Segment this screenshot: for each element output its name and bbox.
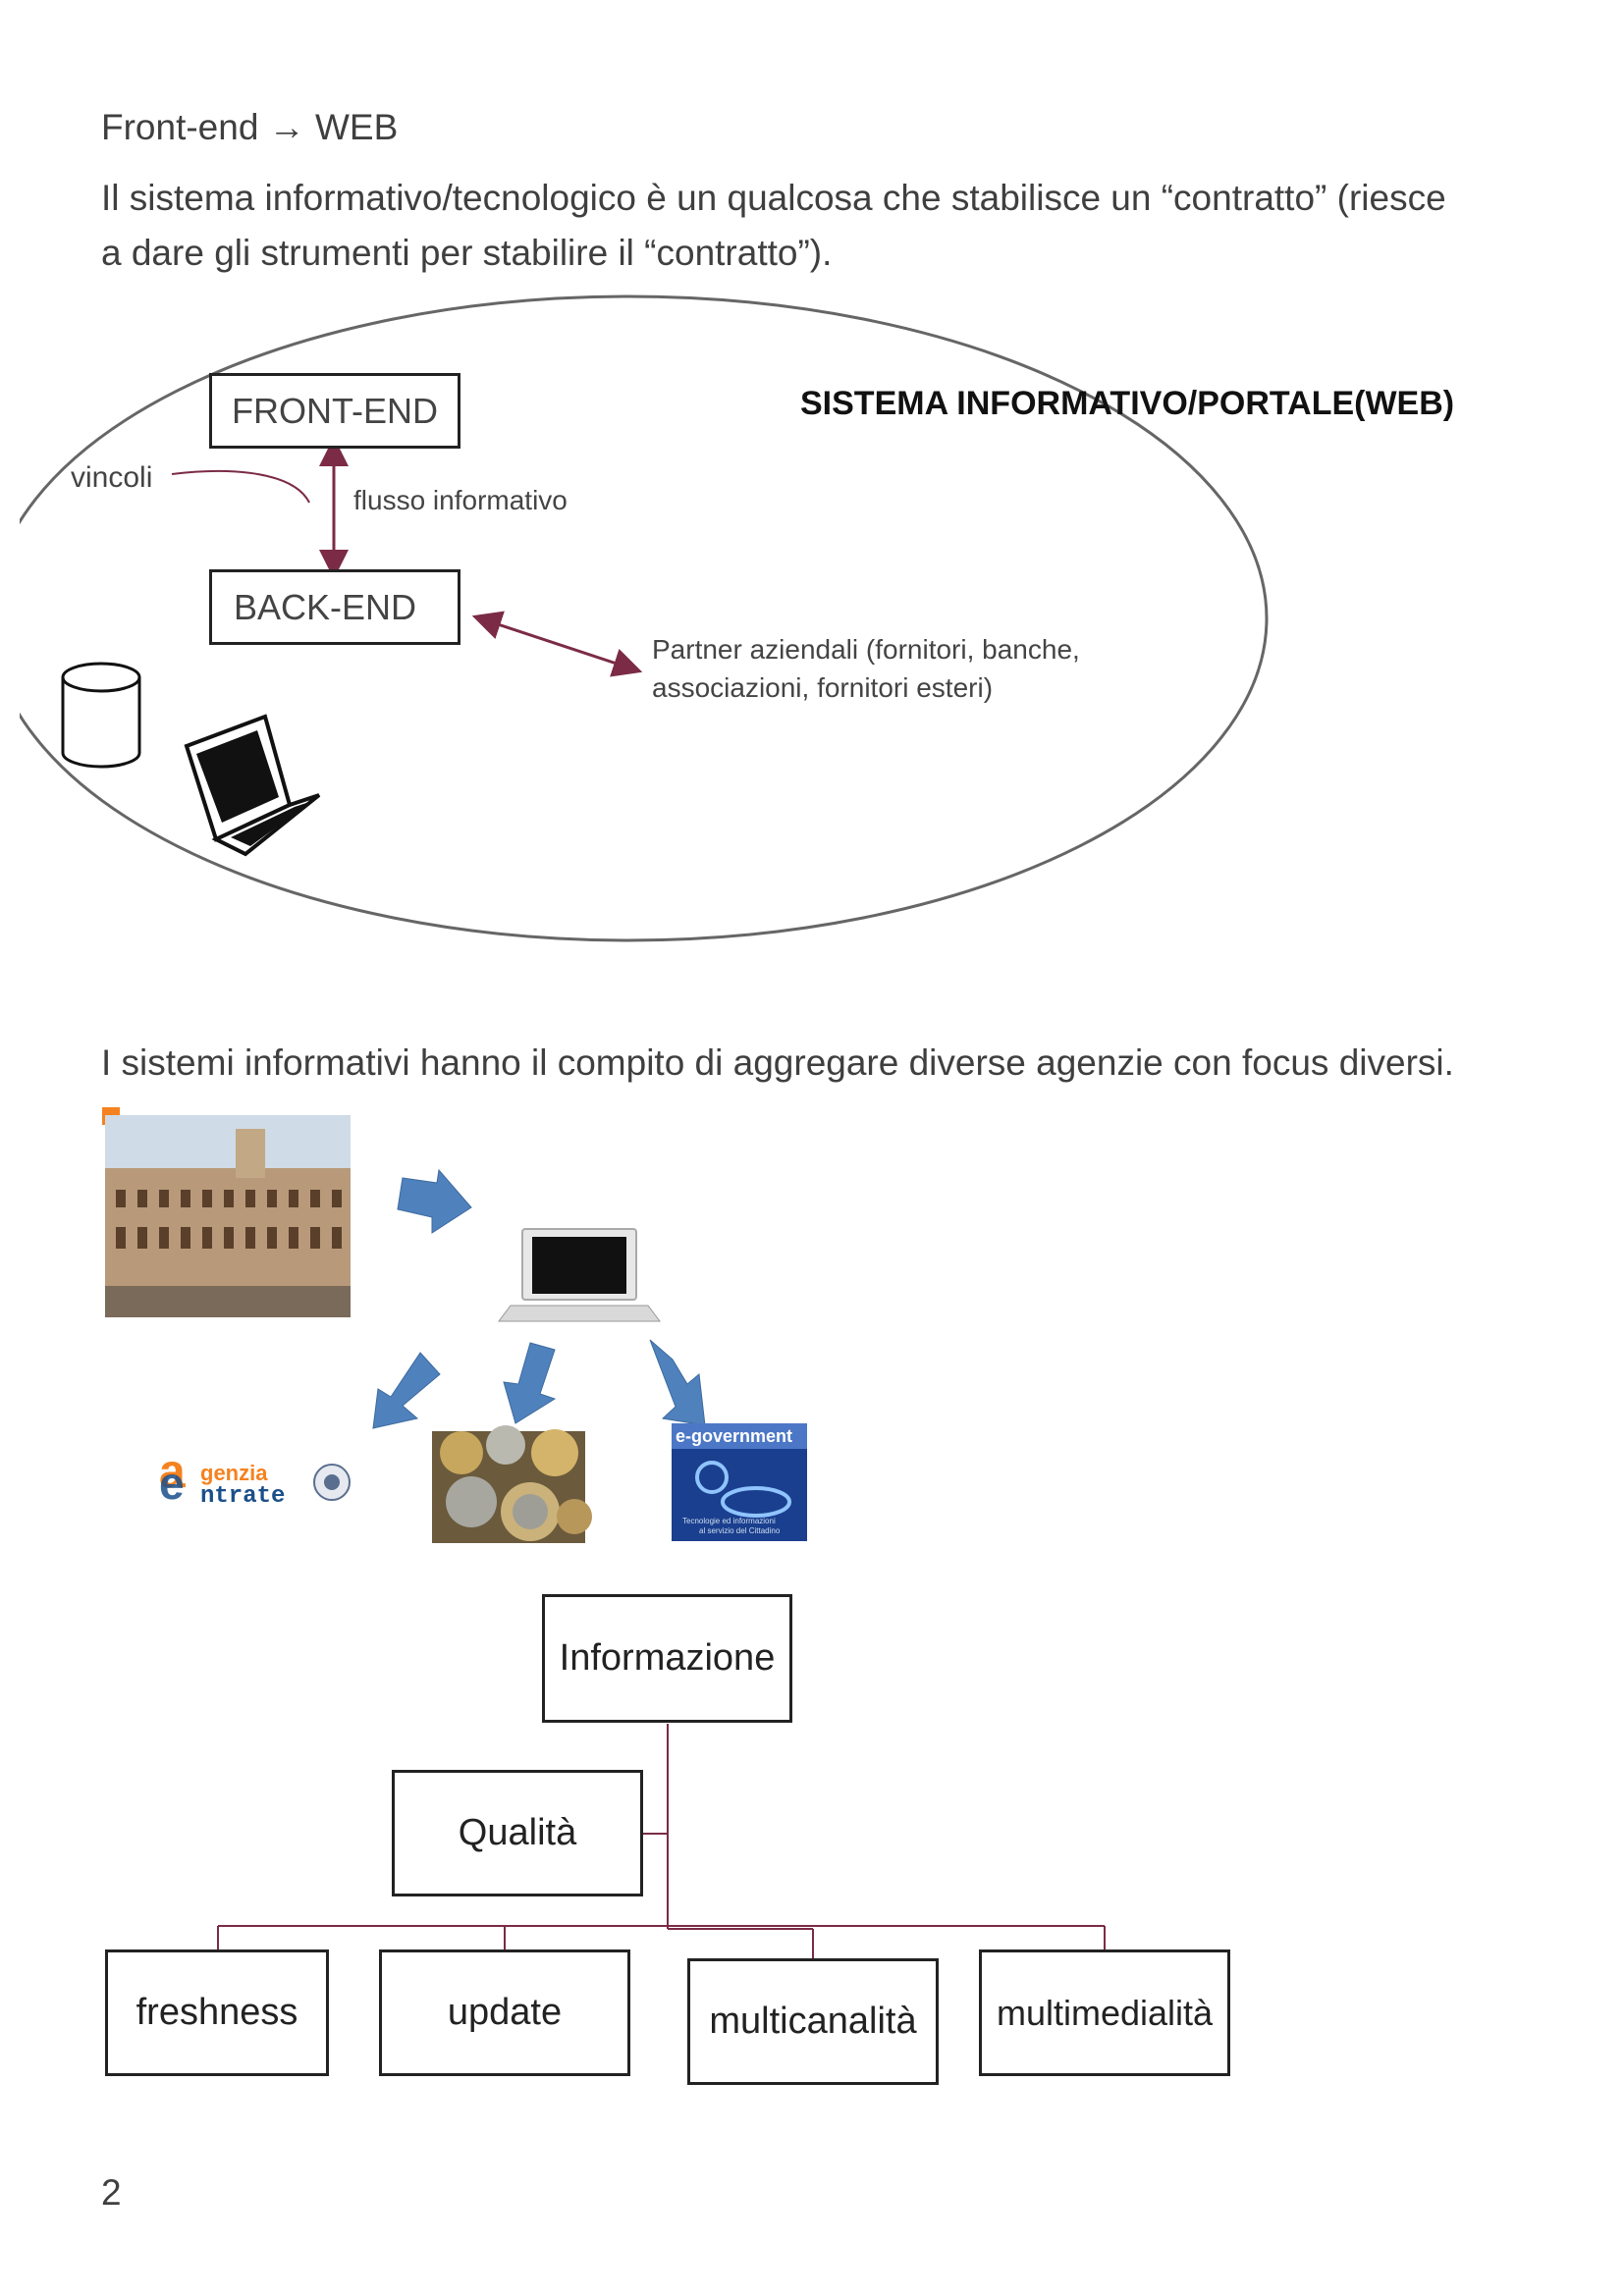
- vincoli-label: vincoli: [71, 461, 153, 494]
- egov-caption-1: Tecnologie ed informazioni: [682, 1517, 776, 1525]
- tree-leaf-label: multicanalità: [709, 2001, 917, 2042]
- heading-front-end: Front-end: [101, 107, 259, 147]
- partner-arrow: [471, 611, 643, 677]
- partner-line-2: associazioni, fornitori esteri): [652, 672, 994, 703]
- tree-leaf-label: freshness: [135, 1992, 298, 2033]
- vincoli-curve: [171, 469, 310, 504]
- laptop-picture-icon: [498, 1228, 661, 1322]
- tree-connectors: [217, 1724, 1106, 1960]
- coins-photo: [432, 1425, 592, 1543]
- tree-leaf-label: multimedialità: [996, 1992, 1214, 2033]
- tree-root-box: Informazione: [542, 1594, 792, 1723]
- tree-leaf-label: update: [447, 1992, 563, 2033]
- front-end-label: FRONT-END: [232, 390, 438, 431]
- tree-qualita-box: Qualità: [392, 1770, 643, 1896]
- tree-leaf-multimedialita: multimedialità: [979, 1949, 1230, 2076]
- flusso-label: flusso informativo: [353, 485, 568, 515]
- egovernment-picture: e-government Tecnologie ed informazioni …: [672, 1423, 807, 1541]
- arrow-right-icon: →: [268, 107, 305, 147]
- back-end-label: BACK-END: [234, 586, 417, 627]
- heading-web: WEB: [314, 107, 399, 147]
- page-number: 2: [101, 2172, 122, 2213]
- intro-line-1: Il sistema informativo/tecnologico è un …: [101, 178, 1446, 218]
- partner-line-1: Partner aziendali (fornitori, banche,: [652, 634, 1080, 665]
- tree-root-label: Informazione: [559, 1637, 776, 1679]
- blue-arrow-down: [503, 1342, 557, 1424]
- system-diagram: [0, 285, 1269, 972]
- egov-title: e-government: [676, 1426, 792, 1446]
- intro-line-2: a dare gli strumenti per stabilire il “c…: [101, 233, 833, 273]
- agenzia-entrate-logo: a e genzia ntrate: [159, 1446, 351, 1510]
- blue-arrow-right: [397, 1168, 472, 1234]
- agencies-diagram: a e genzia ntrate e-government Tecnologi…: [102, 1107, 807, 1543]
- blue-arrow-down-right: [649, 1339, 706, 1426]
- front-end-box: FRONT-END: [209, 373, 460, 449]
- agenzia-text: genzia: [200, 1461, 268, 1485]
- sentence-agencies: I sistemi informativi hanno il compito d…: [101, 1042, 1454, 1083]
- egov-caption-2: al servizio del Cittadino: [699, 1526, 781, 1535]
- database-icon: [61, 662, 141, 769]
- laptop-icon: [184, 714, 321, 857]
- back-end-box: BACK-END: [209, 569, 460, 645]
- svg-text:e: e: [159, 1458, 185, 1509]
- tree-leaf-freshness: freshness: [105, 1949, 329, 2076]
- blue-arrow-down-left: [372, 1352, 441, 1429]
- system-ellipse: [0, 294, 1269, 942]
- system-title: SISTEMA INFORMATIVO/PORTALE(WEB): [800, 385, 1455, 422]
- tree-leaf-multicanalita: multicanalità: [687, 1958, 939, 2085]
- parliament-photo: [105, 1115, 351, 1317]
- heading: Front-end → WEB: [101, 100, 398, 155]
- entrate-text: ntrate: [200, 1483, 285, 1510]
- svg-text:a: a: [159, 1446, 186, 1498]
- tree-qualita-label: Qualità: [458, 1812, 577, 1853]
- tree-leaf-update: update: [379, 1949, 630, 2076]
